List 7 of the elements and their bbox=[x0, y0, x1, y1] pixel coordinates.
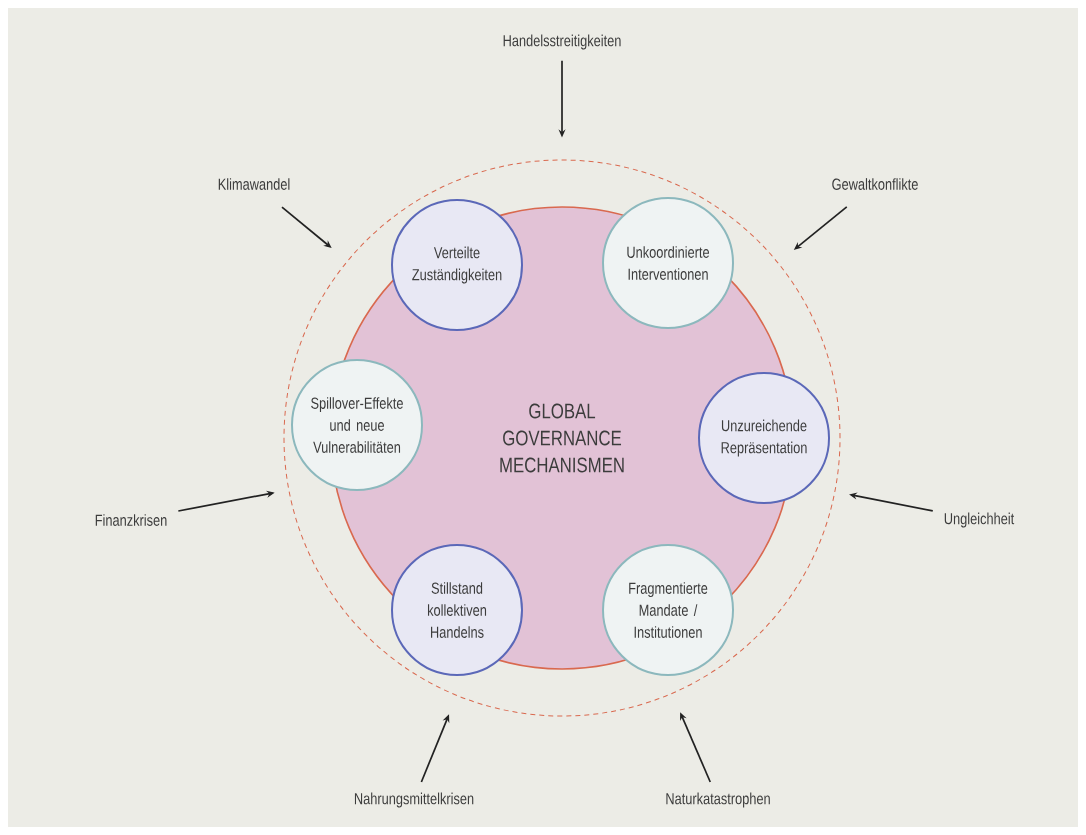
factor-label: Nahrungsmittelkrisen bbox=[354, 792, 474, 808]
factor-label: Klimawandel bbox=[218, 178, 290, 190]
factor-label: Ungleichheit bbox=[944, 512, 1015, 528]
factor-label: Handelsstreitigkeiten bbox=[503, 34, 621, 50]
factor-label: Naturkatastrophen bbox=[666, 792, 770, 808]
factor-label: Gewaltkonflikte bbox=[832, 178, 918, 190]
factor-label: Finanzkrisen bbox=[95, 514, 167, 526]
